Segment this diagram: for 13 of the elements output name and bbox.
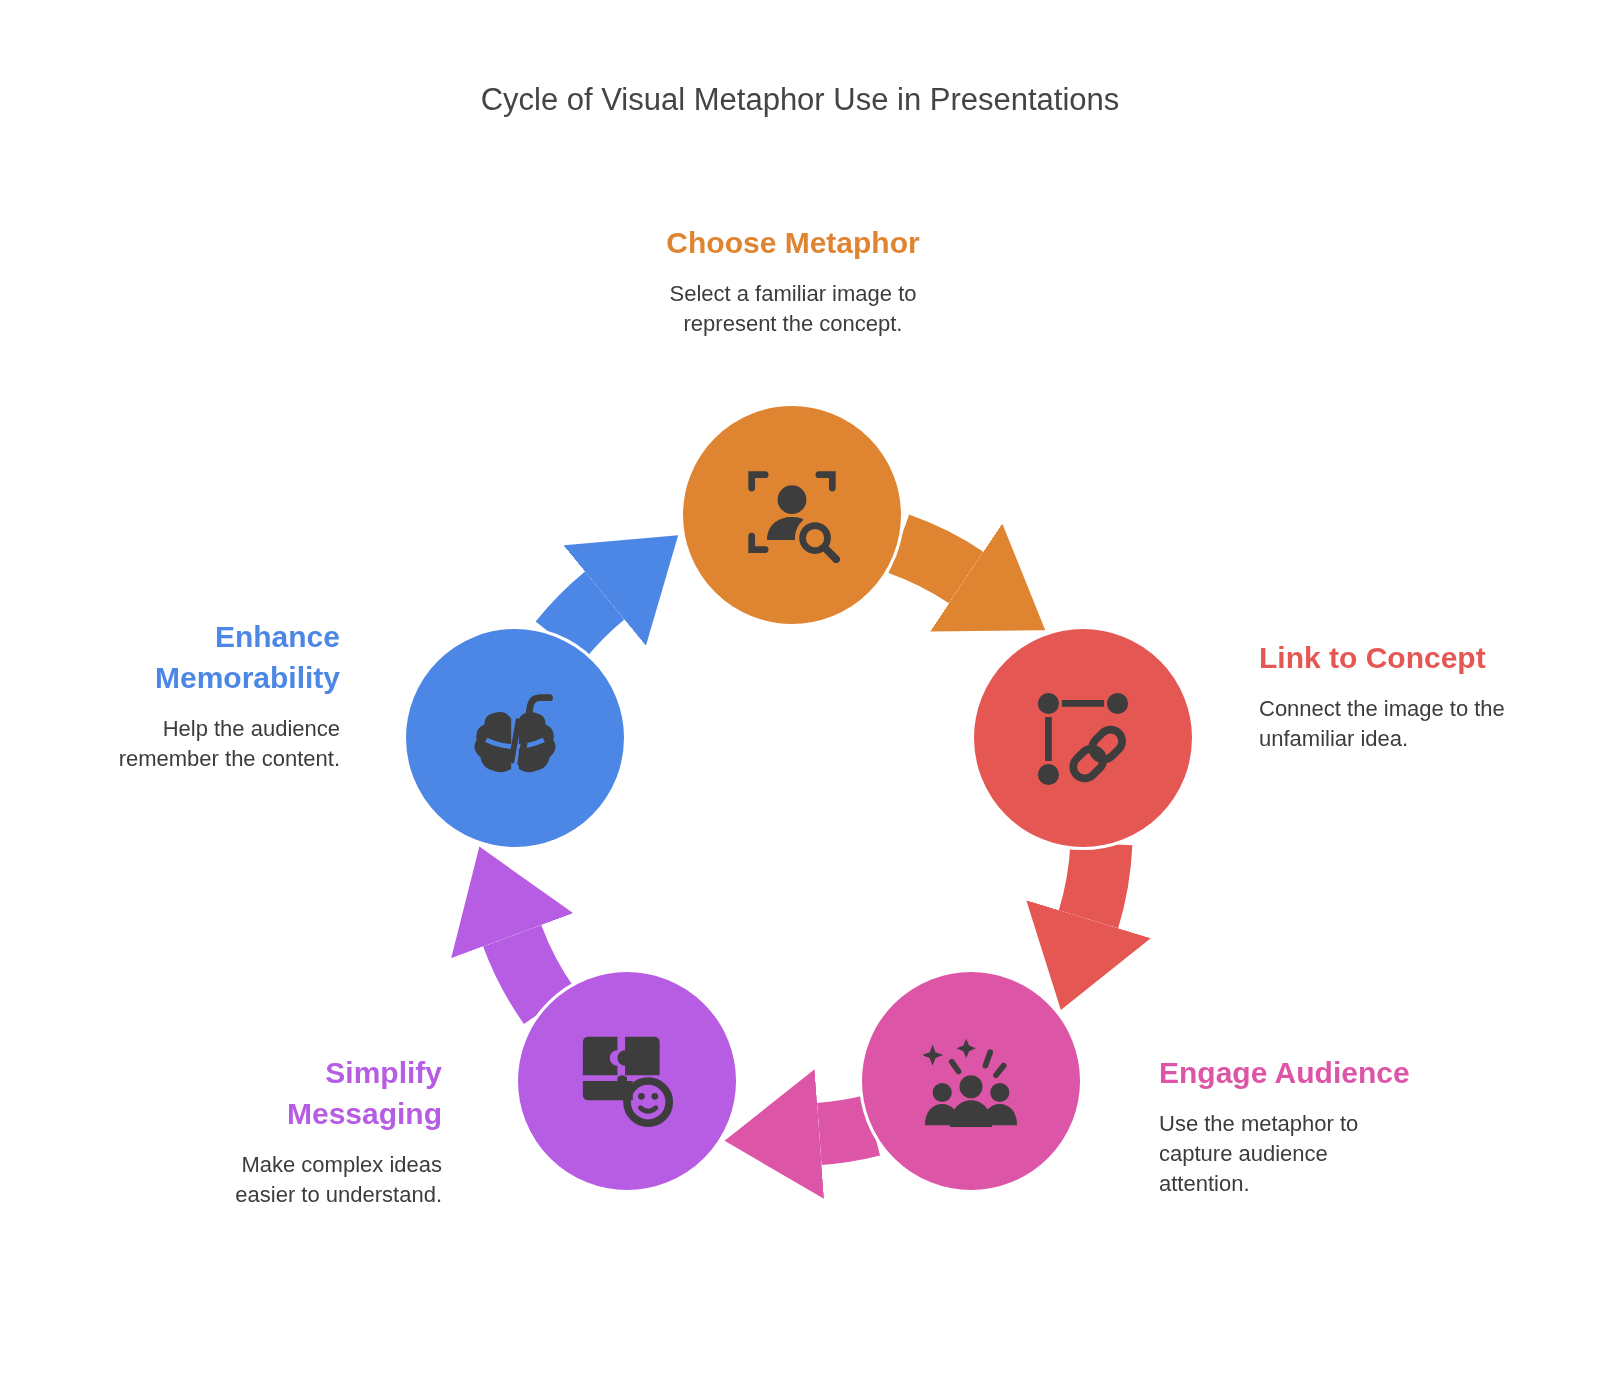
step-title: Enhance Memorability: [153, 619, 340, 696]
step-description: Help the audience remember the content.: [117, 715, 340, 773]
step-description: Use the metaphor to capture audience attention.: [1159, 1110, 1360, 1198]
step-title: Simplify Messaging: [285, 1055, 442, 1132]
step-description: Connect the image to the unfamiliar idea.: [1259, 695, 1506, 753]
step-description: Make complex ideas easier to understand.: [234, 1151, 442, 1209]
cycle-arrow: [887, 514, 1047, 633]
step-description: Select a familiar image to represent the concept.: [668, 280, 918, 338]
step-title: Link to Concept: [1259, 640, 1487, 676]
step-title: Choose Metaphor: [665, 225, 921, 261]
step-title: Engage Audience: [1159, 1055, 1411, 1091]
diagram-title: Cycle of Visual Metaphor Use in Presentations: [480, 82, 1120, 118]
cycle-arrow: [724, 1069, 880, 1199]
